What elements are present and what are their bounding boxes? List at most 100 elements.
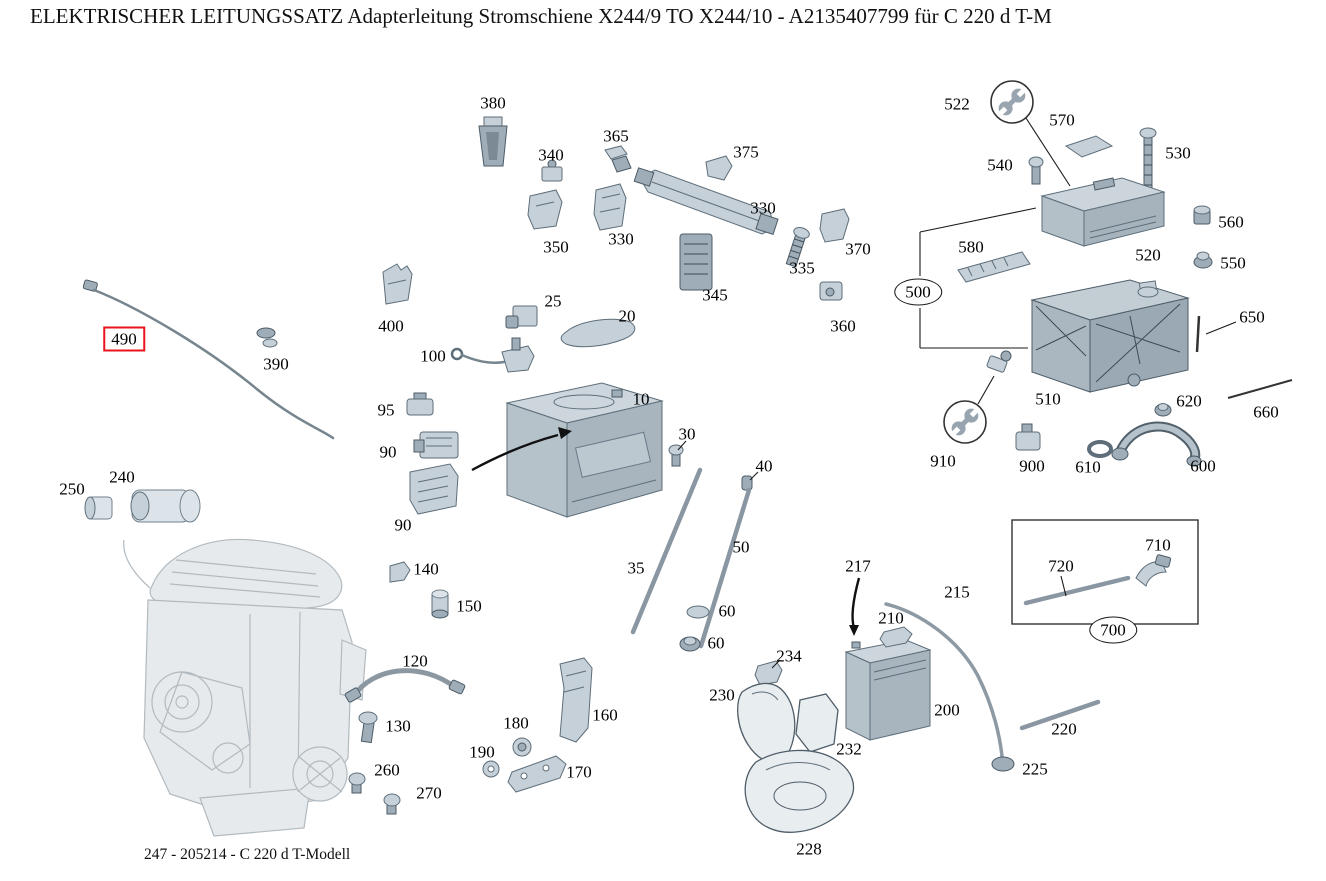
part-label-190[interactable]: 190 [469,742,495,762]
part-520-control-unit [1040,177,1166,247]
part-label-160[interactable]: 160 [592,705,618,725]
part-label-100[interactable]: 100 [420,346,446,366]
part-label-375[interactable]: 375 [733,142,759,162]
part-label-95[interactable]: 95 [377,400,395,420]
part-label-360[interactable]: 360 [830,316,856,336]
part-label-340[interactable]: 340 [538,145,564,165]
part-label-910[interactable]: 910 [930,451,956,471]
part-label-234[interactable]: 234 [776,646,802,666]
part-label-250[interactable]: 250 [59,479,85,499]
part-label-700[interactable]: 700 [1089,616,1137,644]
part-label-90[interactable]: 90 [394,515,412,535]
part-label-228[interactable]: 228 [796,839,822,859]
part-label-400[interactable]: 400 [378,316,404,336]
part-label-270[interactable]: 270 [416,783,442,803]
part-label-900[interactable]: 900 [1019,456,1045,476]
part-label-600[interactable]: 600 [1190,456,1216,476]
part-label-365[interactable]: 365 [603,126,629,146]
part-label-217[interactable]: 217 [845,556,871,576]
part-230-duct [736,682,796,764]
part-label-520[interactable]: 520 [1135,245,1161,265]
part-label-215[interactable]: 215 [944,582,970,602]
part-720-rod [1023,575,1131,606]
part-20-cover [560,318,636,348]
part-220-cable [1019,699,1101,731]
wrench-icon-2 [943,350,1012,444]
part-50-rod [698,487,752,649]
part-label-240[interactable]: 240 [109,467,135,487]
part-100-ground-strap [450,337,535,373]
part-label-610[interactable]: 610 [1075,457,1101,477]
part-label-60[interactable]: 60 [718,601,736,621]
part-910-sensor [986,350,1012,373]
part-400-bracket [382,263,413,305]
part-label-30[interactable]: 30 [678,424,696,444]
part-label-550[interactable]: 550 [1220,253,1246,273]
part-228-duct [744,749,855,833]
part-label-490[interactable]: 490 [103,326,145,352]
part-label-60[interactable]: 60 [707,633,725,653]
part-label-20[interactable]: 20 [618,306,636,326]
part-label-330[interactable]: 330 [608,229,634,249]
part-label-350[interactable]: 350 [543,237,569,257]
part-label-10[interactable]: 10 [632,389,650,409]
part-label-130[interactable]: 130 [385,716,411,736]
wrench-icon [990,80,1071,187]
part-650-pin [1195,315,1237,353]
part-label-120[interactable]: 120 [402,651,428,671]
part-580-rail [957,251,1031,283]
part-label-40[interactable]: 40 [755,456,773,476]
part-label-25[interactable]: 25 [544,291,562,311]
part-90-fuse-box [409,463,459,515]
part-label-50[interactable]: 50 [732,537,750,557]
part-label-35[interactable]: 35 [627,558,645,578]
part-label-370[interactable]: 370 [845,239,871,259]
part-225-cap [991,756,1015,772]
part-label-210[interactable]: 210 [878,608,904,628]
part-390-grommet [256,327,278,348]
part-label-230[interactable]: 230 [709,685,735,705]
part-label-510[interactable]: 510 [1035,389,1061,409]
part-330-rail [633,167,779,236]
part-250-sleeve [84,496,113,520]
part-label-580[interactable]: 580 [958,237,984,257]
part-label-390[interactable]: 390 [263,354,289,374]
part-label-560[interactable]: 560 [1218,212,1244,232]
part-label-345[interactable]: 345 [702,285,728,305]
part-570-cover [1064,135,1114,158]
part-label-330[interactable]: 330 [750,198,776,218]
part-560-cap [1193,205,1211,225]
part-232-bracket [795,693,839,753]
part-label-660[interactable]: 660 [1253,402,1279,422]
part-label-140[interactable]: 140 [413,559,439,579]
part-label-220[interactable]: 220 [1051,719,1077,739]
part-label-620[interactable]: 620 [1176,391,1202,411]
part-label-90[interactable]: 90 [379,442,397,462]
page-title: ELEKTRISCHER LEITUNGSSATZ Adapterleitung… [30,4,1052,28]
part-label-335[interactable]: 335 [789,258,815,278]
part-label-170[interactable]: 170 [566,762,592,782]
part-190-washer [482,760,500,778]
part-215-cable [884,602,1004,758]
part-label-150[interactable]: 150 [456,596,482,616]
part-label-500[interactable]: 500 [894,278,942,306]
part-label-225[interactable]: 225 [1022,759,1048,779]
part-label-232[interactable]: 232 [836,739,862,759]
part-label-650[interactable]: 650 [1239,307,1265,327]
part-360-connector [819,281,843,301]
part-label-180[interactable]: 180 [503,713,529,733]
part-label-530[interactable]: 530 [1165,143,1191,163]
part-label-380[interactable]: 380 [480,93,506,113]
part-label-200[interactable]: 200 [934,700,960,720]
part-label-260[interactable]: 260 [374,760,400,780]
part-160-bracket [559,657,593,743]
part-label-540[interactable]: 540 [987,155,1013,175]
part-label-522[interactable]: 522 [944,94,970,114]
part-150-bushing [431,589,449,619]
part-170-bracket [507,755,567,793]
part-label-720[interactable]: 720 [1048,556,1074,576]
part-540-bolt [1028,156,1044,185]
part-label-710[interactable]: 710 [1145,535,1171,555]
part-label-570[interactable]: 570 [1049,110,1075,130]
